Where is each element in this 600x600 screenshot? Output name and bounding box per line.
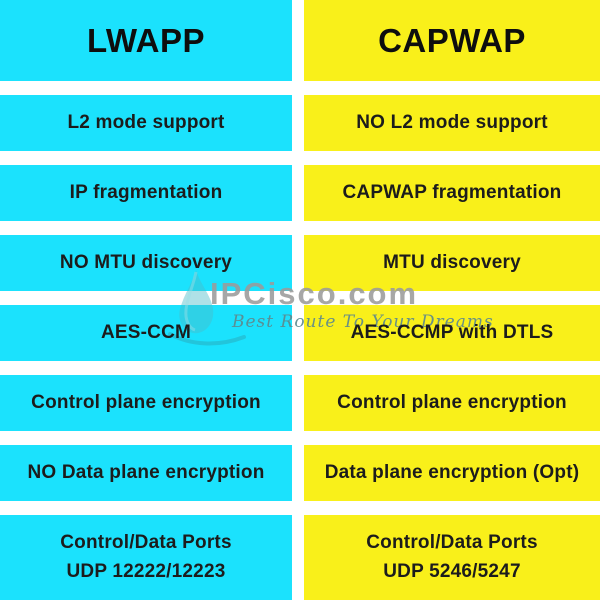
lwapp-header-label: LWAPP [86,21,206,59]
cell-label: Control plane encryption [31,391,261,413]
row-mtu-discovery-lwapp: NO MTU discovery [0,235,292,291]
cell-label: NO MTU discovery [59,251,233,273]
cell-label: Control plane encryption [337,391,567,413]
row-data-plane-lwapp: NO Data plane encryption [0,445,292,501]
column-header-capwap: CAPWAP [304,0,600,81]
row-fragmentation-capwap: CAPWAP fragmentation [304,165,600,221]
cell-label: NO Data plane encryption [27,461,265,483]
cell-label: NO L2 mode support [356,111,548,133]
row-control-plane-lwapp: Control plane encryption [0,375,292,431]
cell-label: CAPWAP fragmentation [342,181,562,203]
cell-label: AES-CCM [100,321,192,343]
row-mtu-discovery-capwap: MTU discovery [304,235,600,291]
cell-label: MTU discovery [383,251,521,273]
capwap-header-label: CAPWAP [378,21,526,59]
row-fragmentation-lwapp: IP fragmentation [0,165,292,221]
cell-label: L2 mode support [67,111,225,133]
cell-label: AES-CCMP with DTLS [350,321,554,343]
row-control-plane-capwap: Control plane encryption [304,375,600,431]
row-data-plane-capwap: Data plane encryption (Opt) [304,445,600,501]
row-encryption-standard-lwapp: AES-CCM [0,305,292,361]
row-udp-ports-lwapp: Control/Data Ports UDP 12222/12223 [0,515,292,600]
row-encryption-standard-capwap: AES-CCMP with DTLS [304,305,600,361]
column-header-lwapp: LWAPP [0,0,292,81]
cell-label: Control/Data Ports UDP 12222/12223 [60,532,232,582]
row-udp-ports-capwap: Control/Data Ports UDP 5246/5247 [304,515,600,600]
row-l2-mode-lwapp: L2 mode support [0,95,292,151]
cell-label: Control/Data Ports UDP 5246/5247 [366,532,538,582]
cell-label: IP fragmentation [69,181,223,203]
cell-label: Data plane encryption (Opt) [324,461,580,483]
row-l2-mode-capwap: NO L2 mode support [304,95,600,151]
